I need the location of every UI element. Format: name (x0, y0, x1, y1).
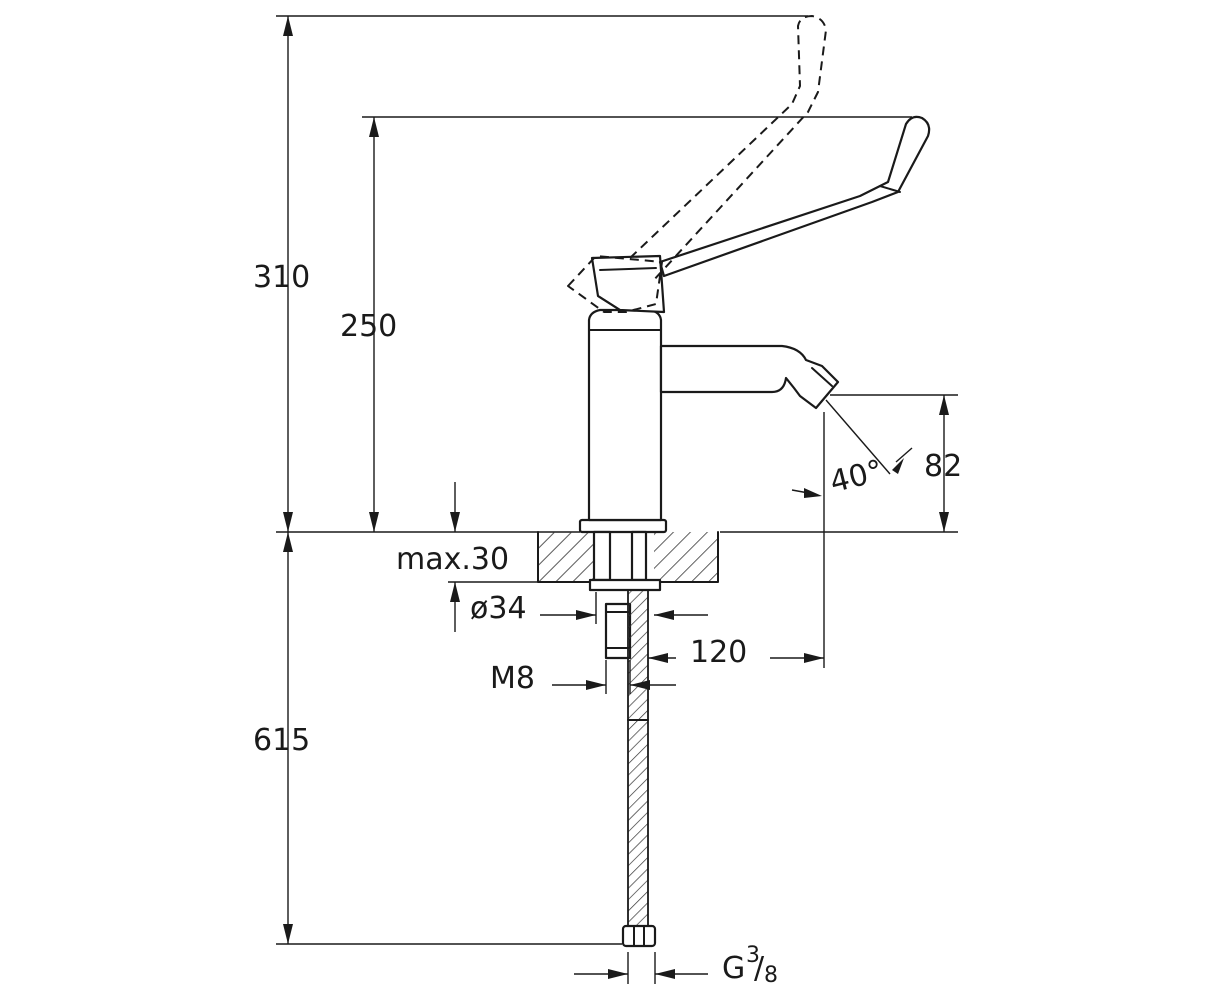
dim-g38-slash: / (754, 951, 765, 986)
dim-34-line (540, 592, 708, 624)
extension-lines (276, 15, 958, 945)
dim-82-label: 82 (924, 449, 962, 484)
dim-g38-letter: G (722, 951, 745, 986)
dim-120-label: 120 (690, 635, 747, 670)
dim-310-label: 310 (253, 260, 310, 295)
dim-m8-line (552, 660, 676, 694)
worktop-section (537, 531, 719, 583)
dim-max30-line (448, 482, 538, 632)
lever-arm (658, 115, 931, 278)
dim-82-line (939, 395, 949, 532)
dim-310-line (283, 16, 293, 532)
dim-g38-denominator: 8 (764, 963, 778, 988)
lever-open-position (567, 15, 827, 313)
dim-615-label: 615 (253, 723, 310, 758)
dim-40-label: 40° (826, 453, 886, 500)
under-deck-parts (588, 530, 662, 948)
dim-120-line (648, 653, 824, 663)
dim-m8-label: M8 (490, 661, 535, 696)
faucet-body (578, 308, 668, 534)
lever-head (590, 254, 666, 314)
dim-g38-numerator: 3 (746, 943, 760, 968)
dim-250-label: 250 (340, 309, 397, 344)
dim-250-line (369, 117, 379, 532)
dim-615-line (283, 532, 293, 944)
dim-34-label: ø34 (470, 591, 527, 626)
dim-g38-line (574, 952, 708, 984)
faucet-spout (659, 344, 840, 410)
dim-g38-label: G 3 / 8 (722, 943, 778, 988)
dim-max30-label: max.30 (396, 542, 509, 577)
dim-40-angle (791, 399, 913, 498)
